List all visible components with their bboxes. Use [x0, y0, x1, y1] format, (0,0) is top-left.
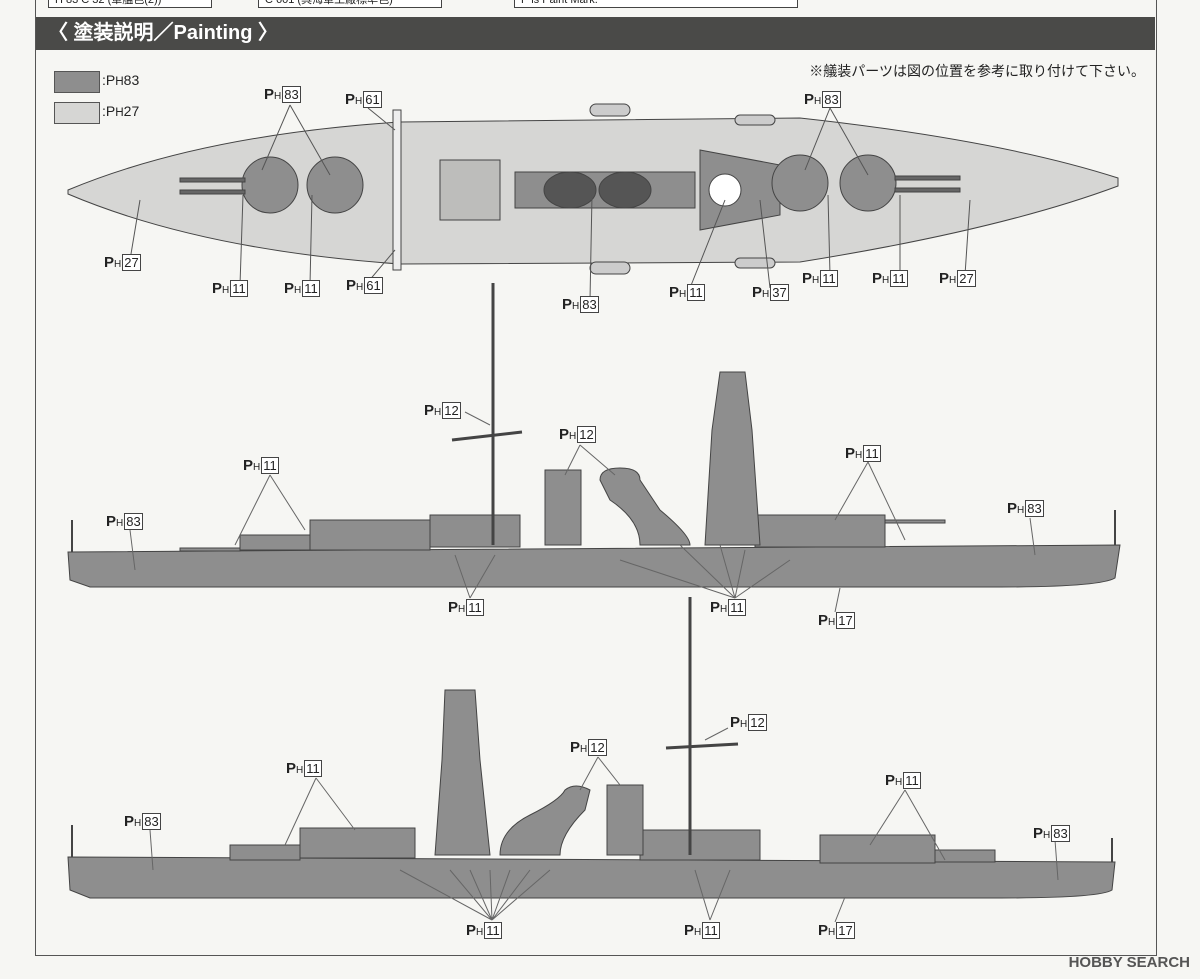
top-strip-box-3: P is Paint Mark.	[514, 0, 798, 8]
legend-item-27: :PH27	[102, 103, 140, 119]
color-swatch-light	[54, 102, 100, 124]
watermark: HOBBY SEARCH	[1068, 954, 1190, 971]
top-view-ship	[67, 103, 1119, 275]
side-view-2-ship	[67, 597, 1116, 899]
assembly-note: ※艤装パーツは図の位置を参考に取り付けて下さい。	[809, 63, 1145, 79]
side-view-1-ship	[67, 283, 1121, 588]
color-swatch-dark	[54, 71, 100, 93]
side-view-2-leader-lines	[149, 727, 1059, 923]
top-strip-box-2: C 601 (呉海軍工廠標準色)	[258, 0, 442, 8]
top-view-leader-lines	[129, 104, 971, 301]
section-header: 〈 塗装説明／Painting 〉	[36, 17, 1155, 50]
page-frame	[35, 0, 1157, 956]
legend-item-83: :PH83	[102, 72, 140, 88]
side-view-1-leader-lines	[129, 411, 1036, 613]
top-strip-box-1: H 83 C 32 (軍艦色(2))	[48, 0, 212, 8]
